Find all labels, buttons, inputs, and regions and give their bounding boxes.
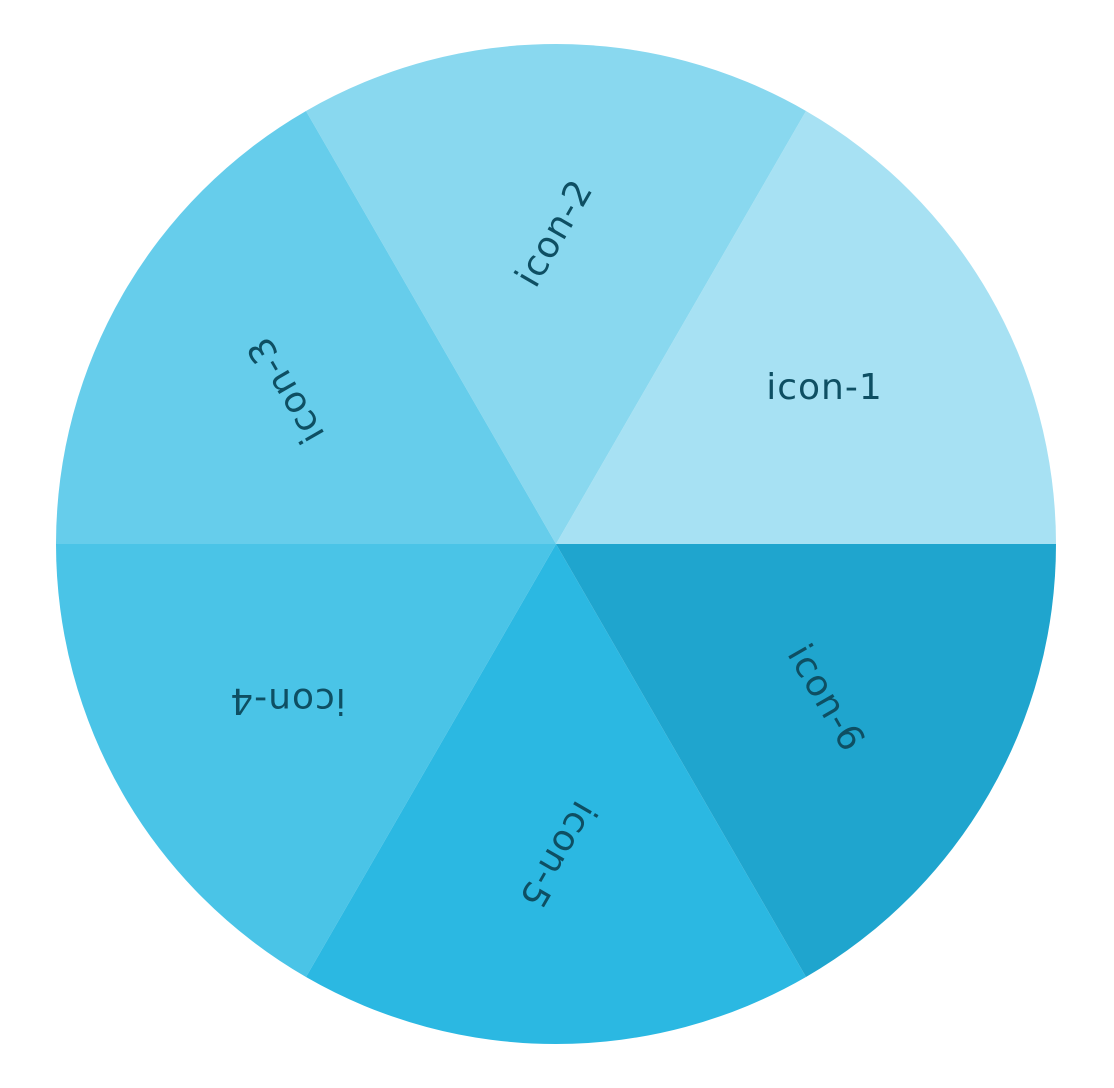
segment-5-slice[interactable] <box>306 544 806 1044</box>
segment-6-slice[interactable] <box>556 544 1056 978</box>
segment-3-slice[interactable] <box>56 110 556 544</box>
icon-4: icon-4 <box>229 680 346 721</box>
wheel-slices <box>56 44 1056 1044</box>
segment-1-slice[interactable] <box>556 110 1056 544</box>
segment-4-slice[interactable] <box>56 544 556 978</box>
segment-2-slice[interactable] <box>306 44 806 545</box>
icon-1: icon-1 <box>766 367 883 408</box>
